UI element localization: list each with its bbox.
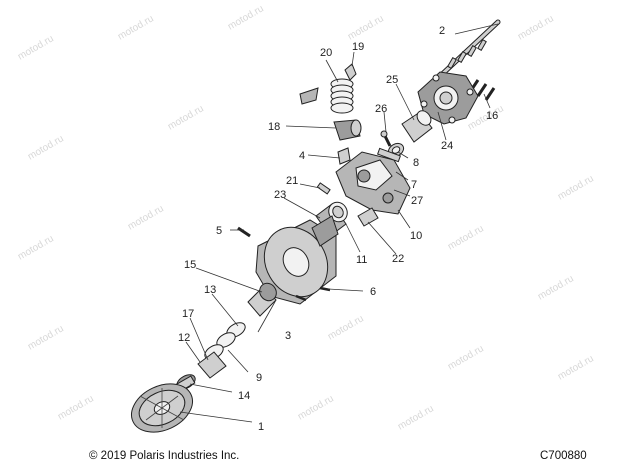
part-22-roller xyxy=(357,207,379,227)
watermark-layer: motod.ru motod.ru motod.ru motod.ru moto… xyxy=(16,3,596,432)
callout-16: 16 xyxy=(486,110,498,122)
callout-27: 27 xyxy=(411,195,423,207)
callout-24: 24 xyxy=(441,140,453,152)
watermark: motod.ru xyxy=(296,393,336,422)
callout-26: 26 xyxy=(375,103,387,115)
part-25-bushing xyxy=(401,110,433,143)
leader-lines xyxy=(179,23,499,423)
watermark: motod.ru xyxy=(26,133,66,162)
watermark: motod.ru xyxy=(556,173,596,202)
callout-15: 15 xyxy=(184,259,196,271)
callout-22: 22 xyxy=(392,253,404,265)
callout-6: 6 xyxy=(370,286,376,298)
callout-3: 3 xyxy=(285,330,291,342)
watermark: motod.ru xyxy=(446,223,486,252)
callout-2: 2 xyxy=(439,25,445,37)
part-1-sheave xyxy=(131,383,193,433)
callout-17: 17 xyxy=(182,308,194,320)
watermark: motod.ru xyxy=(536,273,576,302)
callout-1: 1 xyxy=(258,421,264,433)
watermark: motod.ru xyxy=(226,3,266,32)
figure-id: C700880 xyxy=(540,450,587,462)
callout-10: 10 xyxy=(410,230,422,242)
watermark: motod.ru xyxy=(446,343,486,372)
part-20-spring xyxy=(299,78,354,114)
fixed-sheave xyxy=(255,215,339,305)
part-18-weight xyxy=(333,119,362,141)
callout-13: 13 xyxy=(204,284,216,296)
callout-8: 8 xyxy=(413,157,419,169)
part-13-ring xyxy=(197,322,246,379)
callout-labels: 1 2 3 4 5 6 7 8 9 10 11 12 13 14 15 16 1… xyxy=(178,25,498,433)
callout-23: 23 xyxy=(274,189,286,201)
watermark: motod.ru xyxy=(126,203,166,232)
callout-25: 25 xyxy=(386,74,398,86)
watermark: motod.ru xyxy=(396,403,436,432)
part-2-rod xyxy=(435,19,501,81)
callout-21: 21 xyxy=(286,175,298,187)
watermark: motod.ru xyxy=(556,353,596,382)
watermark: motod.ru xyxy=(326,313,366,342)
callout-18: 18 xyxy=(268,121,280,133)
copyright-text: © 2019 Polaris Industries Inc. xyxy=(89,450,239,462)
watermark: motod.ru xyxy=(56,393,96,422)
callout-9: 9 xyxy=(256,372,262,384)
part-24-spider xyxy=(417,71,479,125)
part-3-bushing xyxy=(247,282,277,317)
watermark: motod.ru xyxy=(16,33,56,62)
part-5-pin xyxy=(237,226,251,238)
watermark: motod.ru xyxy=(346,13,386,42)
part-19-pin xyxy=(344,63,357,81)
watermark: motod.ru xyxy=(516,13,556,42)
part-26-screw xyxy=(380,130,392,147)
callout-20: 20 xyxy=(320,47,332,59)
callout-7: 7 xyxy=(411,179,417,191)
part-21-screw xyxy=(316,182,331,195)
callout-11: 11 xyxy=(356,254,367,266)
watermark: motod.ru xyxy=(116,13,156,42)
watermark: motod.ru xyxy=(166,103,206,132)
callout-19: 19 xyxy=(352,41,364,53)
watermark: motod.ru xyxy=(26,323,66,352)
part-4-assembly xyxy=(335,147,411,215)
callout-12: 12 xyxy=(178,332,190,344)
callout-4: 4 xyxy=(299,150,305,162)
callout-14: 14 xyxy=(238,390,250,402)
callout-5: 5 xyxy=(216,225,222,237)
part-6-pin xyxy=(295,286,331,302)
watermark: motod.ru xyxy=(16,233,56,262)
